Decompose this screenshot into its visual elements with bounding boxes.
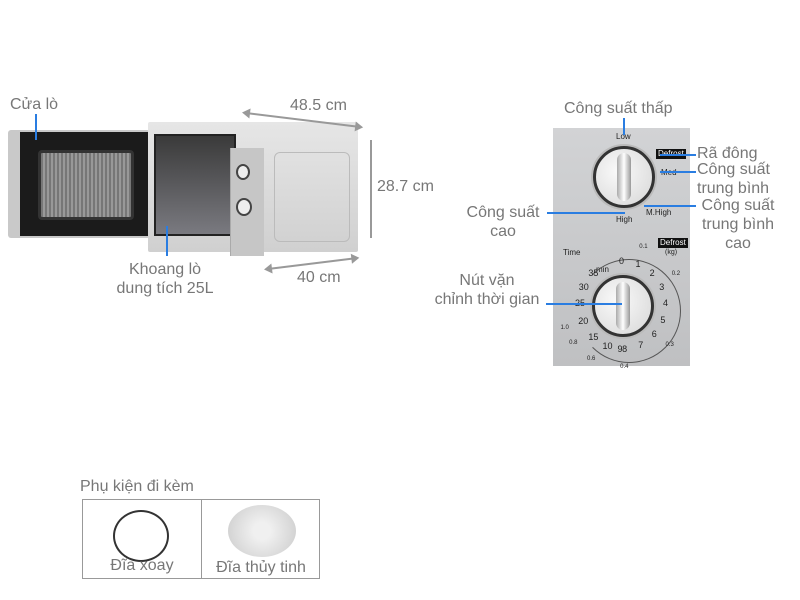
low-power-line — [623, 118, 625, 135]
turntable-ring-icon — [113, 510, 169, 562]
control-panel-closeup: Low Defrost Med M.High High Time Defrost… — [553, 128, 690, 370]
timer-mark: 20 — [578, 316, 589, 327]
label-line: chỉnh thời gian — [434, 291, 540, 308]
label-line: Công suất — [697, 161, 770, 178]
kg-label: (kg) — [665, 249, 678, 256]
label-line: Công suất — [466, 204, 540, 221]
mark-med: Med — [661, 168, 677, 177]
cavity-label-line: dung tích 25L — [116, 280, 214, 297]
timer-mark: 2 — [649, 268, 655, 279]
mark-mhigh: M.High — [646, 208, 672, 217]
timer-mark: 8 — [622, 343, 628, 354]
label-line: cao — [725, 235, 751, 252]
label-line: cao — [490, 223, 516, 240]
timer-mark: 9 — [617, 343, 623, 354]
high-power-line — [547, 212, 625, 214]
height-dimension-arrow — [370, 140, 372, 238]
timer-mark: 1 — [635, 259, 641, 270]
medium-power-label: Công suất trung bình — [697, 160, 770, 198]
weight-mark: 0.8 — [569, 340, 578, 347]
cavity-label-line: Khoang lò — [128, 261, 202, 278]
label-line: Nút vặn — [459, 272, 515, 289]
power-knob[interactable] — [593, 146, 655, 208]
weight-mark: 0.3 — [665, 341, 674, 348]
timer-mark: 6 — [651, 329, 657, 340]
microwave-image — [8, 118, 360, 260]
timer-mark: 7 — [638, 339, 644, 350]
defrost-line — [660, 154, 696, 156]
accessories-title: Phụ kiện đi kèm — [80, 478, 194, 495]
door-label: Cửa lò — [10, 96, 59, 113]
time-label: Time — [563, 248, 581, 257]
defrost-power-label: Rã đông — [697, 145, 758, 162]
height-label: 28.7 cm — [377, 178, 434, 195]
timer-mark: 3 — [659, 282, 665, 293]
timer-mark: 0 — [619, 256, 625, 266]
weight-mark: 0.6 — [587, 355, 596, 362]
accessories-box: Đĩa xoay Đĩa thủy tinh — [82, 499, 320, 579]
timer-mark: 4 — [662, 298, 668, 309]
depth-label: 40 cm — [297, 269, 341, 286]
timer-knob[interactable] — [592, 275, 654, 337]
mark-high: High — [616, 215, 633, 224]
door-window — [38, 150, 134, 220]
medium-power-line — [660, 171, 696, 173]
accessory-turntable-ring: Đĩa xoay — [110, 557, 174, 574]
low-power-label: Công suất thấp — [564, 100, 673, 117]
accessory-glass-plate: Đĩa thủy tinh — [216, 559, 306, 576]
width-label: 48.5 cm — [290, 97, 347, 114]
timer-mark: 10 — [602, 340, 613, 351]
weight-mark: 0.4 — [620, 363, 629, 370]
timer-mark: 15 — [588, 331, 599, 342]
label-line: trung bình — [701, 216, 775, 233]
timer-mark: 5 — [660, 315, 666, 326]
weight-mark: 0.2 — [671, 271, 681, 277]
cavity-pointer-line — [166, 226, 168, 256]
door-pointer-line — [35, 114, 37, 140]
timer-mark: 30 — [578, 282, 589, 293]
mark-low: Low — [616, 132, 631, 141]
medium-high-power-line — [644, 205, 696, 207]
cavity-label: Khoang lò dung tích 25L — [100, 260, 230, 298]
label-line: trung bình — [697, 180, 770, 197]
weight-scale-arc — [577, 259, 681, 363]
glass-plate-icon — [228, 505, 296, 557]
timer-knob-label: Nút vặn chỉnh thời gian — [425, 271, 549, 309]
medium-high-power-label: Công suất trung bình cao — [694, 196, 782, 253]
timer-knob-line — [546, 303, 622, 305]
weight-mark: 1.0 — [560, 325, 569, 332]
label-line: Công suất — [701, 197, 775, 214]
time-defrost-label: Defrost — [658, 238, 688, 248]
oven-cavity — [154, 134, 236, 236]
high-power-label: Công suất cao — [455, 203, 551, 241]
weight-mark: 0.1 — [639, 243, 648, 250]
timer-mark: 35 — [588, 268, 599, 279]
